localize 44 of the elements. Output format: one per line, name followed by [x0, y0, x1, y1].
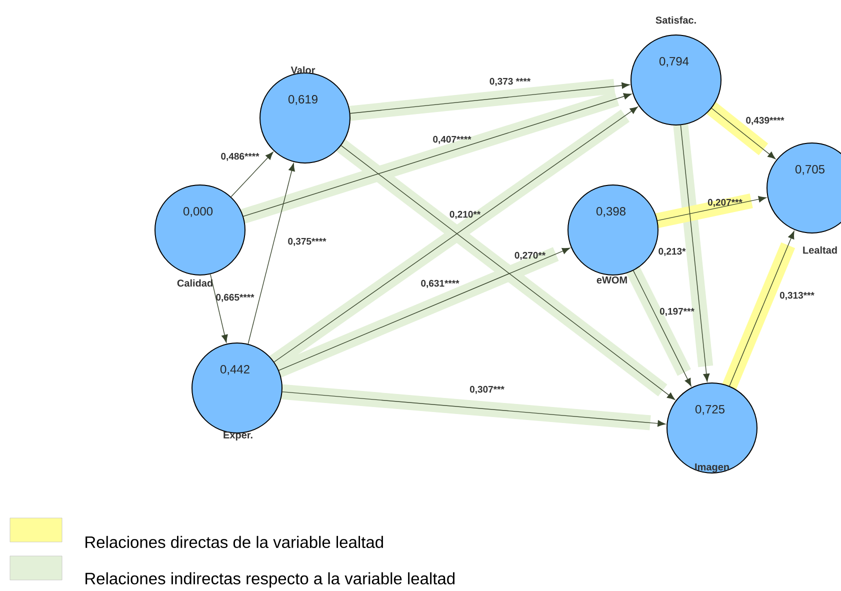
legend-text: Relaciones indirectas respecto a la variable lealtad — [86, 572, 454, 588]
edge-label: 0,307*** — [470, 386, 504, 394]
arrow — [248, 163, 295, 344]
edge-label: 0,407**** — [433, 136, 472, 144]
arrow — [680, 124, 710, 382]
edge-label: 0,631**** — [421, 280, 460, 288]
node-name: Imagen — [695, 463, 729, 472]
arrow — [657, 196, 766, 221]
node-value: 0,725 — [695, 405, 724, 415]
node-name: Satisfac. — [656, 16, 696, 24]
node-name: Exper. — [224, 432, 252, 440]
node-name: Calidad — [177, 279, 212, 287]
node-value: 0,398 — [596, 207, 626, 217]
arrow — [243, 93, 632, 217]
edge-label: 0,197*** — [660, 308, 694, 316]
arrow — [278, 248, 570, 371]
arrow — [350, 82, 630, 114]
arrow — [633, 270, 692, 386]
node-value: 0,619 — [288, 95, 318, 105]
arrow — [282, 391, 666, 427]
node-name: Lealtad — [803, 246, 837, 254]
edge-label: 0,207*** — [708, 198, 742, 208]
edge-label: 0,373 **** — [490, 78, 531, 86]
arrow — [340, 145, 676, 400]
arrow — [210, 274, 228, 343]
arrow — [729, 230, 794, 386]
legend-text: Relaciones directas de la variable lealtad — [86, 536, 383, 548]
edge-label: 0,213* — [658, 248, 686, 256]
arrow — [230, 152, 274, 198]
edge-label: 0,270** — [514, 252, 546, 260]
edge-label: 0,375**** — [288, 238, 326, 246]
edge-label: 0,439**** — [746, 116, 784, 126]
node-value: 0,794 — [659, 57, 689, 67]
arrow — [711, 108, 776, 160]
edge-label: 0,665**** — [216, 294, 254, 302]
node-value: 0,442 — [220, 365, 250, 375]
node-name: Valor — [290, 66, 316, 74]
edge-label: 0,486**** — [221, 152, 260, 162]
node-name: eWOM — [596, 276, 627, 284]
node-value: 0,705 — [795, 165, 824, 175]
arrow — [274, 106, 638, 362]
edge-label: 0,210** — [450, 210, 481, 220]
edge-label: 0,313*** — [780, 292, 814, 300]
node-value: 0,000 — [183, 207, 213, 217]
